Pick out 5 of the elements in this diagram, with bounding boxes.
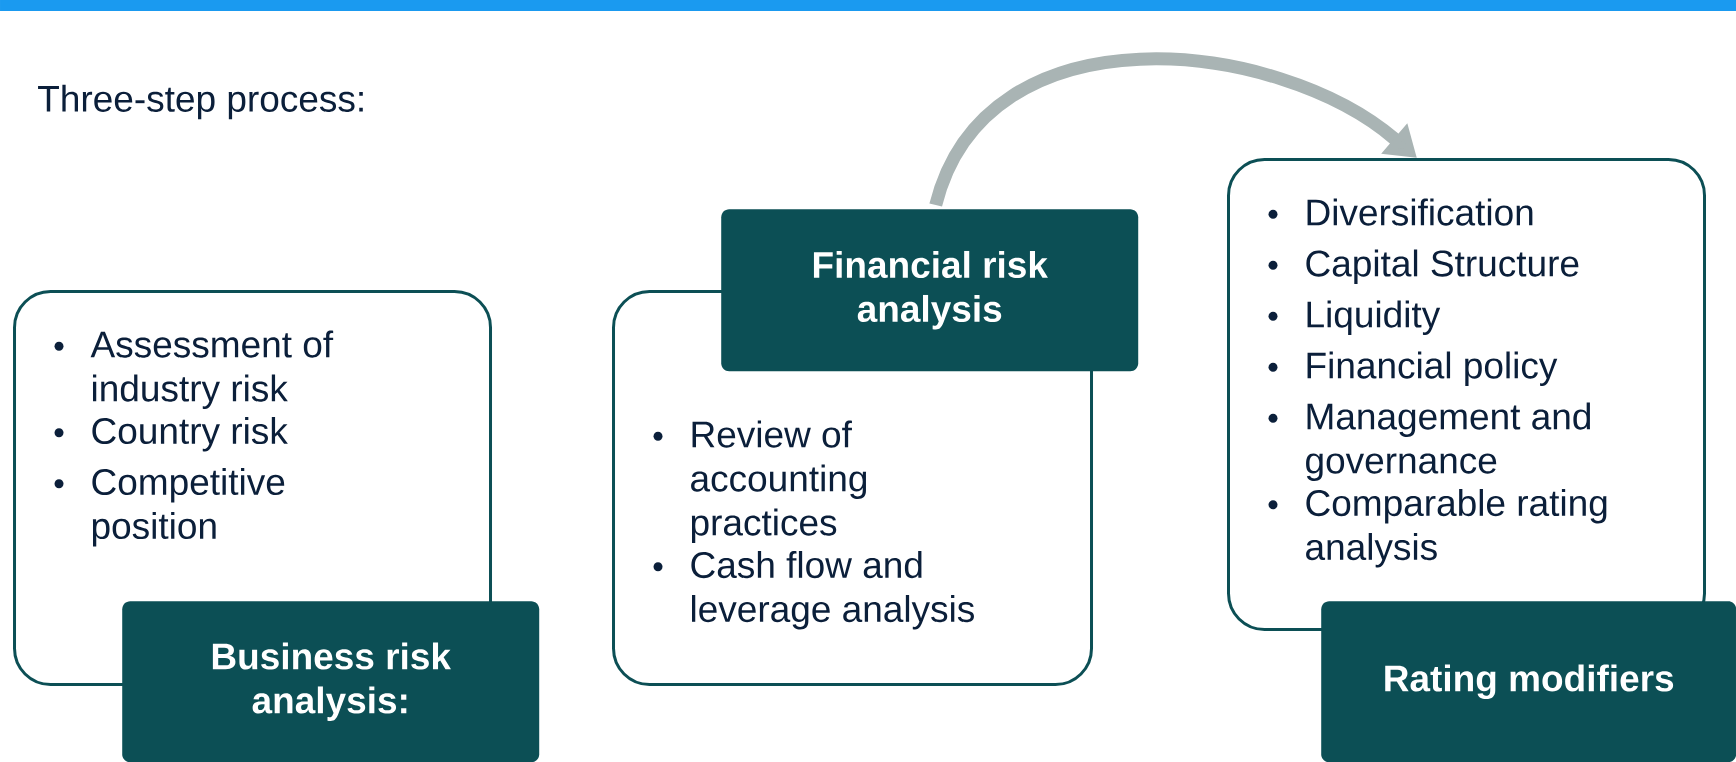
title: Three-step process: bbox=[38, 84, 363, 120]
step-label-box: Rating modifiers bbox=[1321, 601, 1736, 762]
step-label-box: Financial risk analysis bbox=[721, 209, 1139, 372]
bullet-list-box: Diversification Capital Structure Liquidity Financial policy Management and governance Comparable rating analysis bbox=[1227, 158, 1706, 631]
step-label-box: Business risk analysis: bbox=[122, 601, 540, 762]
